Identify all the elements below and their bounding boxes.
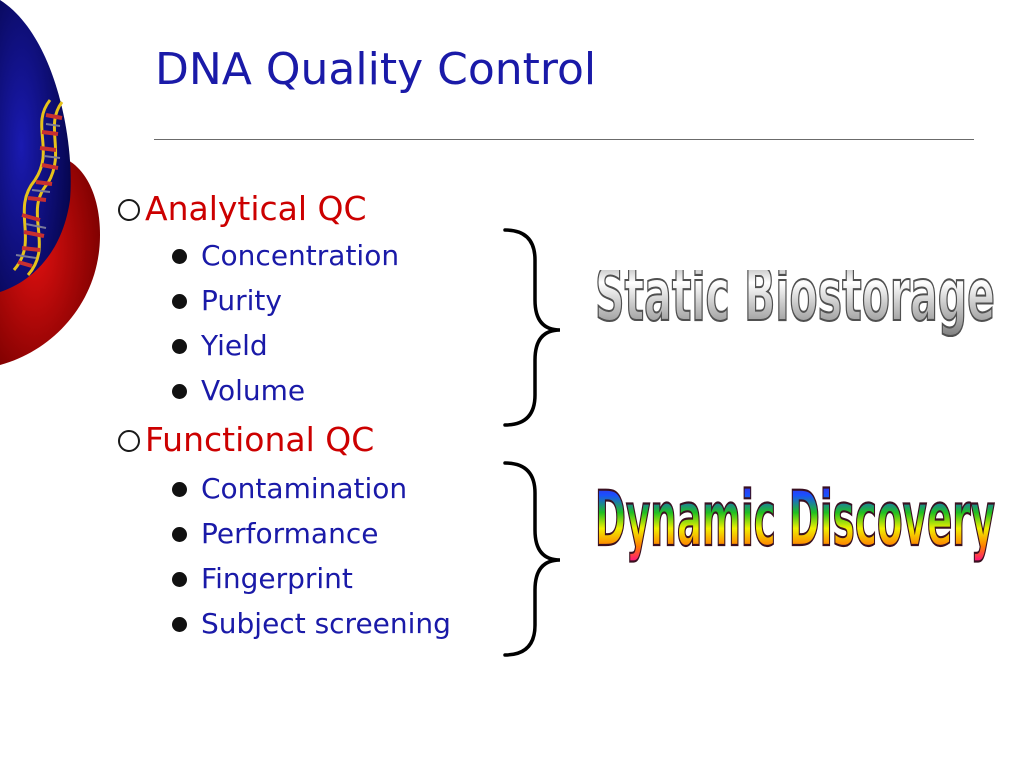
brace-group <box>503 228 561 657</box>
list-item: Fingerprint <box>172 562 353 596</box>
list-item: Performance <box>172 517 378 551</box>
list-item: Concentration <box>172 239 399 273</box>
right-brace-icon <box>503 461 561 657</box>
blue-disc-shape <box>0 0 71 292</box>
list-item-label: Volume <box>201 374 306 407</box>
filled-circle-bullet-icon <box>172 338 187 354</box>
list-item: Contamination <box>172 472 407 506</box>
dna-helix-graphic <box>0 0 100 365</box>
filled-circle-bullet-icon <box>172 383 187 399</box>
wordart-dynamic-discovery: Dynamic Discovery <box>595 476 995 564</box>
title-divider <box>154 139 974 140</box>
dna-strand <box>12 99 64 277</box>
list-item: Subject screening <box>172 607 451 641</box>
list-item-label: Contamination <box>201 472 408 505</box>
right-brace-icon <box>503 228 561 427</box>
filled-circle-bullet-icon <box>172 481 187 497</box>
hollow-circle-bullet-icon <box>118 199 140 221</box>
section-functional-qc: Functional QC <box>118 420 374 460</box>
list-item-label: Concentration <box>201 239 400 272</box>
filled-circle-bullet-icon <box>172 526 187 542</box>
wordart-group: Static Biostorage Dynamic Discovery <box>594 270 996 564</box>
section-label: Functional QC <box>145 420 375 459</box>
filled-circle-bullet-icon <box>172 248 187 264</box>
list-item: Purity <box>172 284 282 318</box>
filled-circle-bullet-icon <box>172 571 187 587</box>
list-item-label: Fingerprint <box>201 562 353 595</box>
list-item-label: Yield <box>201 329 268 362</box>
list-item-label: Performance <box>201 517 379 550</box>
wordart-static-biostorage: Static Biostorage <box>595 270 995 338</box>
list-item-label: Purity <box>201 284 282 317</box>
section-label: Analytical QC <box>145 189 367 228</box>
list-item: Yield <box>172 329 268 363</box>
hollow-circle-bullet-icon <box>118 430 140 452</box>
filled-circle-bullet-icon <box>172 293 187 309</box>
list-item: Volume <box>172 374 305 408</box>
slide-title: DNA Quality Control <box>155 44 597 95</box>
section-analytical-qc: Analytical QC <box>118 189 367 229</box>
filled-circle-bullet-icon <box>172 616 187 632</box>
list-item-label: Subject screening <box>201 607 451 640</box>
